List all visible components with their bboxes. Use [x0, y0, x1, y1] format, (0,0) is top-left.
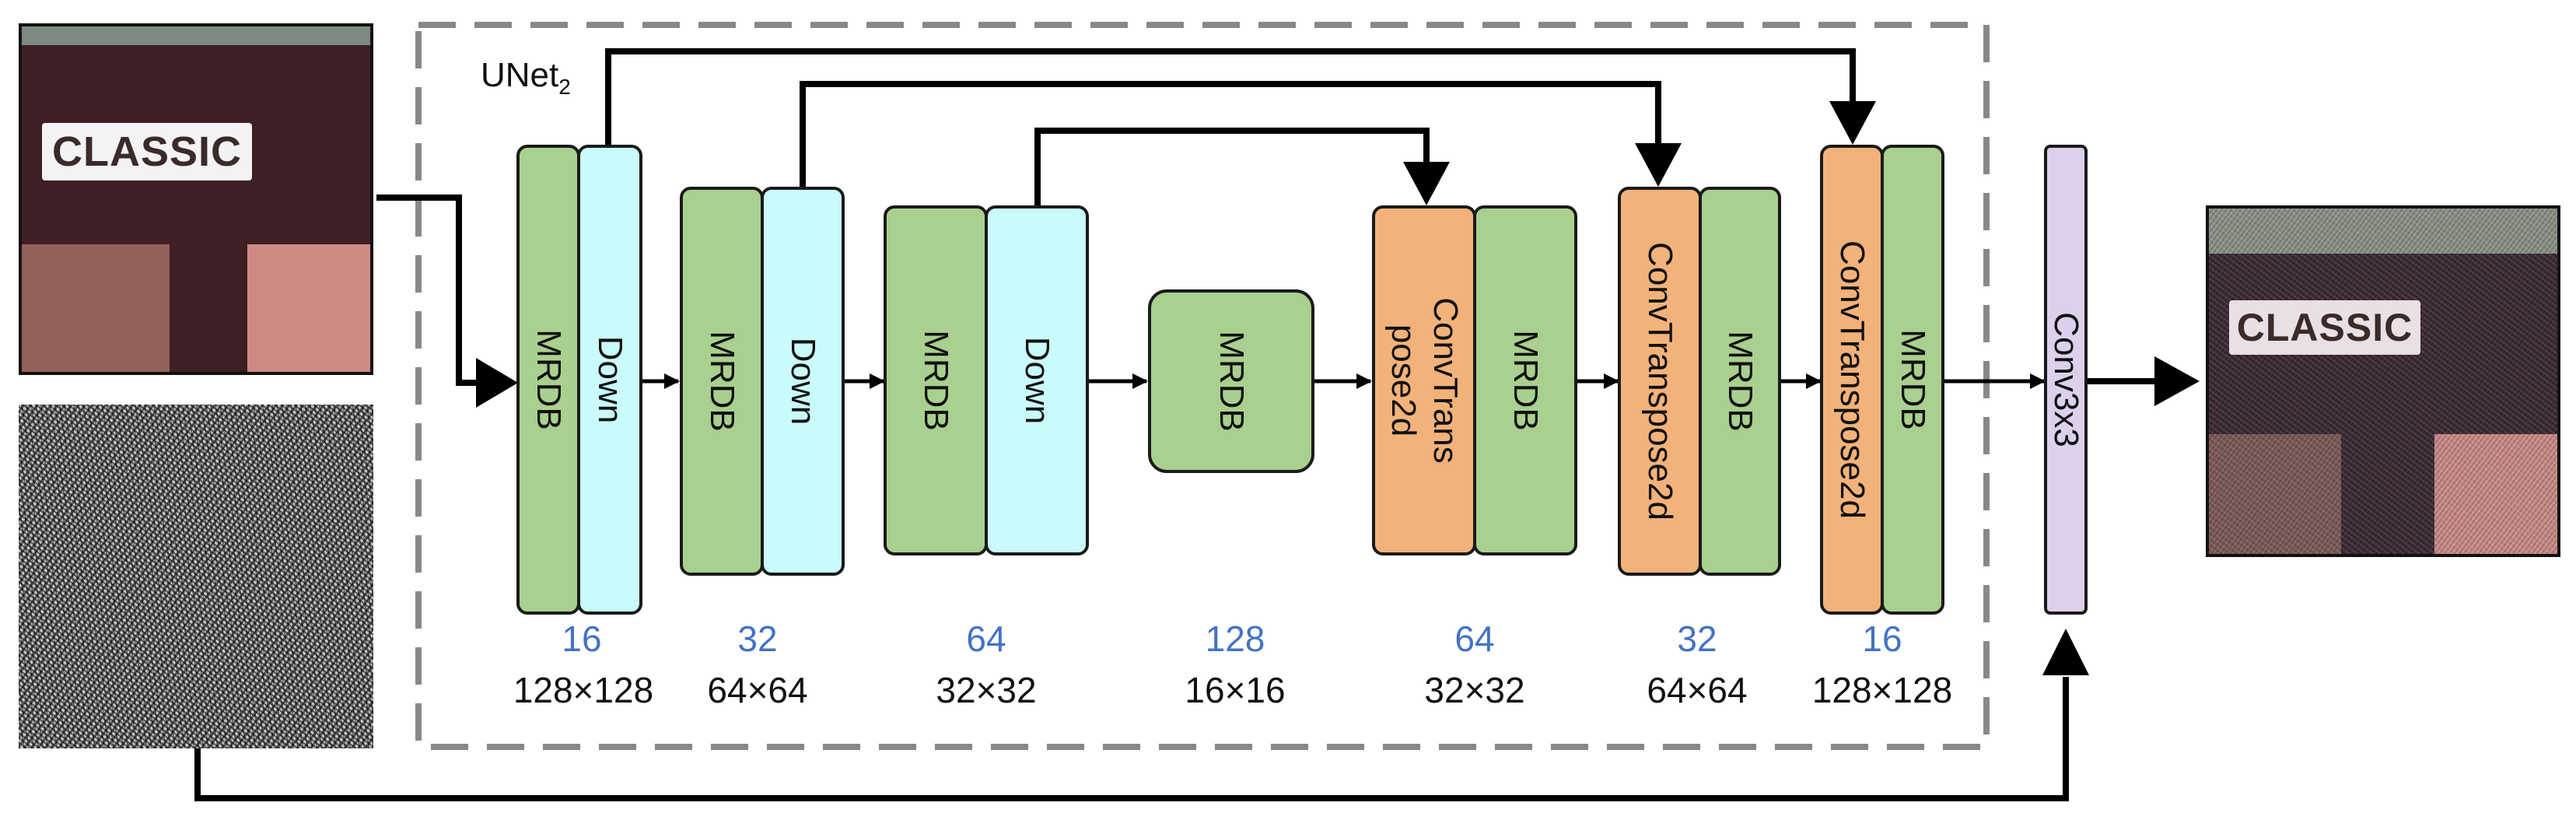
block-label: Down — [1018, 336, 1056, 425]
block-label: MRDB — [703, 331, 741, 432]
block-conv3x3: Conv3x3 — [2044, 145, 2088, 615]
input-arrowhead — [476, 358, 518, 408]
block-label: ConvTrans pose2d — [1384, 297, 1465, 464]
block-label: MRDB — [1721, 331, 1759, 432]
output-image-sign: CLASSIC — [2229, 300, 2420, 355]
block-convtranspose-32: ConvTranspose2d — [1618, 187, 1702, 576]
block-label: MRDB — [917, 330, 955, 431]
output-image-floor-right — [2434, 434, 2557, 554]
block-mrdb-up-16: MRDB — [1881, 145, 1944, 615]
unet-dashed-frame — [415, 22, 1990, 750]
output-image-floor-left — [2209, 434, 2341, 554]
skip-connection-32 — [800, 81, 1661, 187]
block-label: Down — [591, 335, 629, 424]
output-arrowhead — [2154, 356, 2200, 406]
block-mrdb-128: MRDB — [1148, 289, 1314, 473]
block-convtranspose-16: ConvTranspose2d — [1820, 145, 1884, 615]
block-label: Down — [784, 337, 822, 426]
resolution-label: 128×128 — [513, 670, 654, 710]
resolution-label: 32×32 — [1424, 670, 1525, 710]
skip-arrowhead-16 — [1829, 101, 1876, 145]
channel-label: 64 — [966, 619, 1006, 659]
block-mrdb-64: MRDB — [884, 205, 988, 555]
block-down-32: Down — [761, 187, 845, 576]
block-label: ConvTranspose2d — [1833, 240, 1871, 519]
channel-label: 16 — [562, 619, 602, 659]
input-arrow — [376, 194, 482, 386]
resolution-label: 64×64 — [1647, 670, 1748, 710]
output-image: CLASSIC — [2206, 205, 2560, 557]
noise-connection — [194, 677, 2069, 801]
input-image: CLASSIC — [19, 23, 373, 375]
channel-label: 32 — [737, 619, 778, 659]
resolution-label: 128×128 — [1811, 670, 1953, 710]
block-down-64: Down — [985, 205, 1089, 555]
skip-arrowhead-32 — [1635, 143, 1682, 187]
output-image-noise — [2209, 209, 2557, 554]
skip-connection-64 — [1034, 128, 1430, 207]
output-image-floor-mid — [2341, 434, 2434, 554]
block-label: MRDB — [1507, 330, 1545, 431]
block-mrdb-up-32: MRDB — [1699, 187, 1781, 576]
block-mrdb-16: MRDB — [516, 145, 580, 615]
input-image-sign: CLASSIC — [42, 123, 252, 180]
block-label: MRDB — [1213, 331, 1251, 432]
block-mrdb-up-64: MRDB — [1473, 205, 1577, 555]
diagram-title: UNet2 — [481, 56, 571, 99]
block-label: MRDB — [530, 329, 568, 430]
block-convtranspose-64: ConvTrans pose2d — [1372, 205, 1476, 555]
skip-arrowhead-64 — [1403, 162, 1450, 205]
block-label: MRDB — [1894, 329, 1932, 430]
resolution-label: 32×32 — [936, 670, 1037, 710]
channel-label: 128 — [1205, 619, 1265, 659]
block-mrdb-32: MRDB — [680, 187, 764, 576]
skip-connection-16 — [605, 48, 1856, 145]
block-label: ConvTranspose2d — [1641, 242, 1679, 520]
channel-label: 16 — [1862, 619, 1902, 659]
noise-image — [19, 405, 373, 748]
input-image-floor-mid — [170, 244, 247, 372]
channel-label: 32 — [1677, 619, 1717, 659]
channel-label: 64 — [1454, 619, 1495, 659]
noise-arrowhead — [2042, 629, 2089, 675]
input-image-floor-left — [22, 244, 170, 372]
input-image-floor-right — [247, 244, 370, 372]
block-label: Conv3x3 — [2047, 312, 2085, 447]
block-down-16: Down — [577, 145, 642, 615]
resolution-label: 16×16 — [1185, 670, 1286, 710]
resolution-label: 64×64 — [707, 670, 808, 710]
